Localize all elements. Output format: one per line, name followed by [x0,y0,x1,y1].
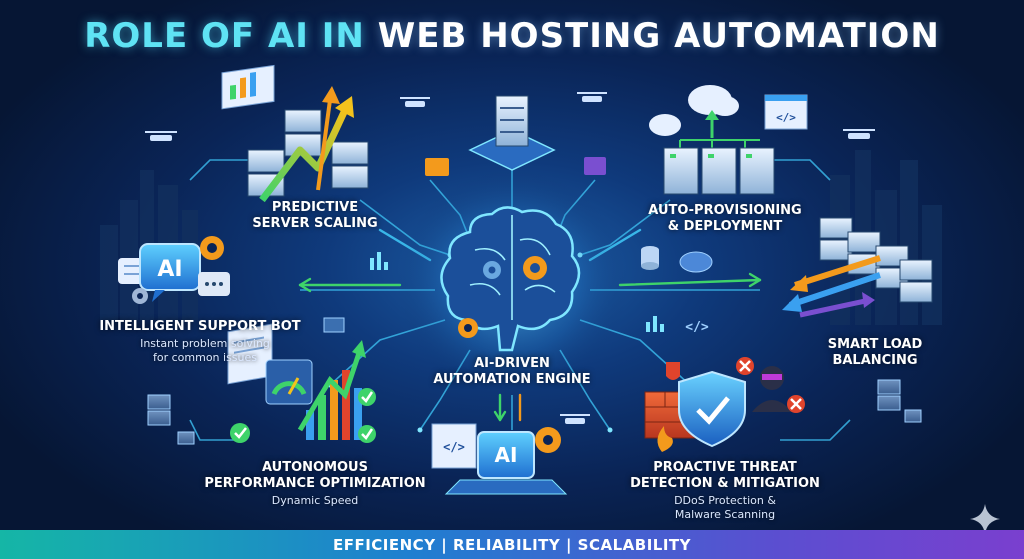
server-stack-icon [819,217,933,303]
folder-icon [425,158,449,176]
report-window-icon [227,323,273,385]
gear-icon [200,236,224,260]
threat-detection-description: DDoS Protection & Malware Scanning [674,494,776,521]
threat-detection-illustration [644,357,805,452]
checkmark-icon [358,425,376,443]
svg-text:AI: AI [157,257,182,282]
title-part-1: ROLE OF AI IN [84,16,365,56]
database-icon [641,246,659,270]
ai-chip-icon: AI [477,431,535,479]
chat-bubble-icon [198,272,230,296]
drone-icon [577,92,607,102]
drone-icon [145,131,177,141]
load-balancing-label: SMART LOAD BALANCING [827,337,923,368]
hacker-icon [752,366,792,412]
footer-banner: EFFICIENCY | RELIABILITY | SCALABILITY [0,530,1024,559]
bar-chart-icon [306,370,362,440]
cloud-sync-icon [679,251,713,273]
server-stack-icon [147,394,195,445]
server-stack-icon [247,109,369,197]
load-balancing-illustration [782,217,933,318]
gear-icon [132,288,148,304]
server-stack-icon [877,379,922,423]
block-icon [787,395,805,413]
speedometer-icon [265,359,313,405]
ai-laptop-illustration: </> AI [431,423,568,495]
svg-text:</>: </> [776,111,796,124]
sparkle-icon [970,504,1000,534]
svg-text:</>: </> [443,440,465,454]
ai-chat-icon: AI [139,243,201,302]
central-server-icon [468,95,556,171]
provisioning-illustration: </> [584,85,808,195]
checkmark-icon [358,388,376,406]
drone-icon [560,414,590,424]
gear-icon [523,256,547,280]
code-window-icon: </> [764,94,808,130]
performance-illustration [227,323,376,443]
support-bot-illustration: AI [118,236,230,304]
predictive-scaling-label: PREDICTIVE SERVER SCALING [252,200,378,231]
core-engine-label: AI-DRIVEN AUTOMATION ENGINE [433,356,591,387]
performance-label: AUTONOMOUS PERFORMANCE OPTIMIZATION [204,460,426,491]
block-icon [736,357,754,375]
gear-icon [535,427,561,453]
gear-icon [458,318,478,338]
flame-icon [657,426,673,452]
code-tag-icon: </> [685,320,709,335]
support-bot-label: INTELLIGENT SUPPORT BOT [99,319,301,334]
support-bot-description: Instant problem solving for common issue… [140,337,270,364]
gear-icon [483,261,501,279]
chart-window-icon [221,64,275,110]
server-rack-icon [663,147,775,195]
document-icon [323,317,345,333]
predictive-scaling-illustration [221,64,449,203]
checkmark-icon [230,423,250,443]
trend-arrow-icon [297,340,366,432]
title-part-2: WEB HOSTING AUTOMATION [377,16,940,56]
footer-text: EFFICIENCY | RELIABILITY | SCALABILITY [332,535,692,554]
code-window-icon: </> [431,423,477,469]
svg-text:</>: </> [685,320,709,335]
drone-icon [843,129,875,139]
shield-icon [678,370,746,448]
balance-arrows-icon [782,255,881,318]
ai-brain-icon [440,206,581,352]
performance-description: Dynamic Speed [271,494,359,507]
warning-icon [666,362,680,380]
svg-text:AI: AI [495,443,518,467]
threat-detection-label: PROACTIVE THREAT DETECTION & MITIGATION [630,460,820,491]
cloud-icon [649,85,739,136]
code-tag-icon [584,157,606,175]
page-title: ROLE OF AI IN WEB HOSTING AUTOMATION [0,14,1024,58]
bar-chart-icon [646,316,664,332]
growth-arrow-icon [259,86,354,203]
drone-icon [400,97,430,107]
bar-chart-icon [370,252,388,270]
provisioning-label: AUTO-PROVISIONING & DEPLOYMENT [648,203,802,234]
